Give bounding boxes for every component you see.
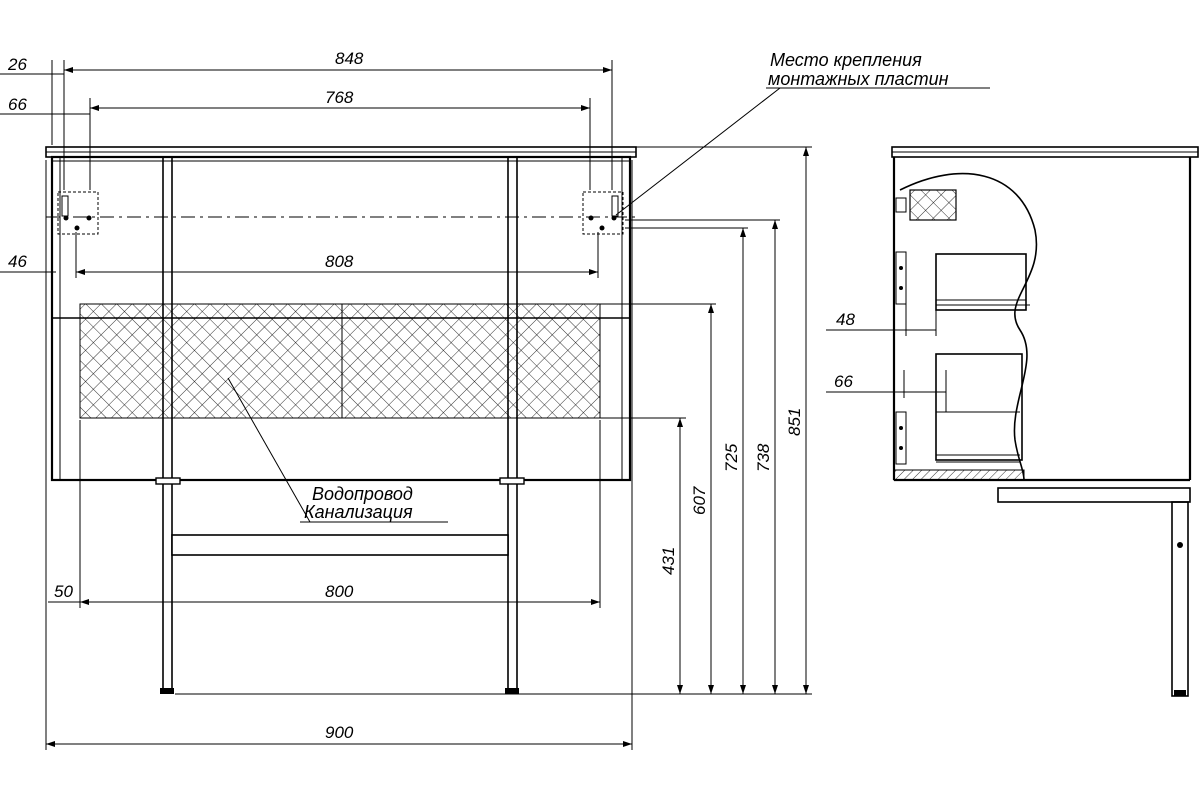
dim-431: 431 (659, 547, 678, 575)
frame-left (155, 157, 181, 694)
side-dimensions (826, 300, 947, 398)
dim-900: 900 (325, 723, 354, 742)
dim-48-side: 48 (836, 310, 855, 329)
dim-50: 50 (54, 582, 73, 601)
front-view (45, 146, 640, 694)
pipes-label-line2: Канализация (304, 502, 413, 522)
mount-label-line1: Место крепления (770, 50, 922, 70)
dim-800: 800 (325, 582, 354, 601)
dim-607: 607 (690, 486, 709, 515)
dimensions-horizontal (0, 60, 633, 750)
dim-808: 808 (325, 252, 354, 271)
dim-26: 26 (7, 55, 27, 74)
pipes-callout (227, 377, 448, 523)
side-view (891, 146, 1199, 697)
mounting-plate-right (582, 191, 624, 235)
dim-851: 851 (785, 408, 804, 436)
dim-848: 848 (335, 49, 364, 68)
dim-66-side: 66 (834, 372, 853, 391)
mount-callout (615, 87, 990, 216)
pipes-label-line1: Водопровод (312, 484, 413, 504)
dim-738: 738 (754, 443, 773, 472)
dim-768: 768 (325, 88, 354, 107)
dim-46: 46 (8, 252, 27, 271)
dimensions-vertical (175, 146, 812, 695)
pipes-zone (79, 303, 601, 419)
lower-crossbar (171, 534, 509, 556)
mount-label-line2: монтажных пластин (768, 69, 949, 89)
dim-725: 725 (722, 443, 741, 472)
mounting-plate-left (57, 191, 99, 235)
frame-right (499, 157, 525, 694)
dim-66-top: 66 (8, 95, 27, 114)
